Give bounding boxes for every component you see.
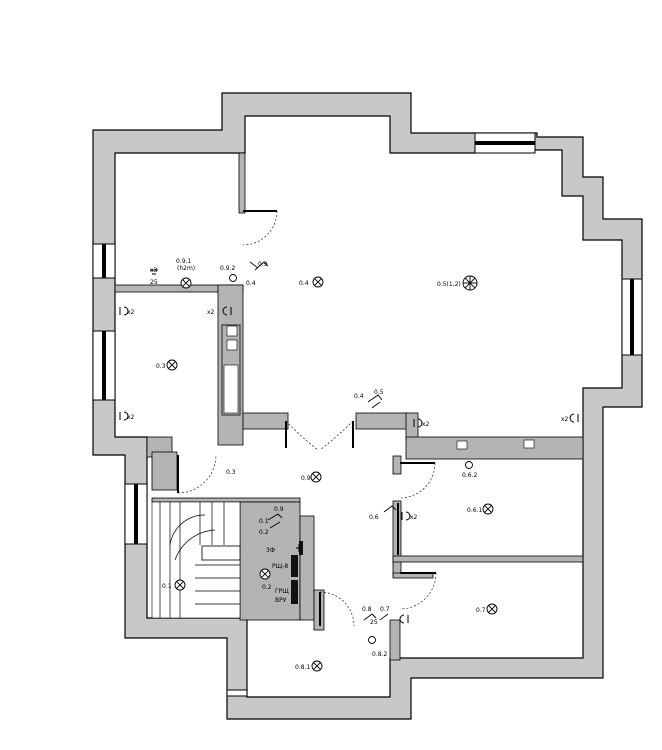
- lamp-label: 0.1: [162, 583, 172, 590]
- lamp-label: 0.8.1: [295, 664, 310, 671]
- label-vru: ВРУ: [275, 597, 287, 604]
- lamp-label: 0.3: [156, 363, 166, 370]
- label-x2-a: x2: [127, 309, 135, 316]
- label-grshch: ГРЩ: [275, 588, 289, 595]
- lamp-label: 0.4: [299, 280, 309, 287]
- lamp-0-1: 0.1: [162, 579, 186, 591]
- label-x2-d: x2: [422, 421, 430, 428]
- label-x2-f: x2: [410, 514, 418, 521]
- window-bottom: [226, 689, 248, 697]
- lamp-0-5: 0.5(1,2): [437, 275, 478, 291]
- label-0-4-b: 0.4: [354, 393, 364, 400]
- lamp-0-8-1: 0.8.1: [295, 660, 323, 672]
- switches: [229, 261, 473, 644]
- label-h2m: (h2m): [177, 265, 195, 272]
- label-0-8-2: 0.8.2: [372, 651, 387, 658]
- label-x2-b: x2: [127, 414, 135, 421]
- label-0-5: 0.5: [374, 389, 384, 396]
- label-x3-25: 25: [150, 279, 158, 286]
- lamp-0-9: 0.9: [301, 471, 322, 483]
- label-0-1: 0.1: [259, 518, 269, 525]
- label-x2-e: x2: [561, 416, 569, 423]
- lamp-0-2: 0.2: [259, 568, 272, 591]
- lamp-label: 0.9.1: [176, 258, 191, 265]
- label-3f: 3Ф: [266, 547, 275, 554]
- lamp-0-9-1: 0.9.1: [176, 258, 192, 289]
- lamp-label: 0.2: [262, 584, 272, 591]
- label-0-2: 0.2: [259, 529, 269, 536]
- label-0-9-2: 0.9.2: [220, 265, 235, 272]
- label-0-3: 0.3: [226, 469, 236, 476]
- staircase: [151, 501, 241, 619]
- lamp-0-7: 0.7: [476, 603, 498, 615]
- lamp-0-6-1: 0.6.1: [467, 503, 494, 515]
- label-0-8: 0.8: [362, 606, 372, 613]
- label-0-9-a: 0.9: [258, 261, 268, 268]
- lamp-label: 0.5(1,2): [437, 281, 461, 288]
- label-rshch-8: РЩ-8: [272, 563, 288, 570]
- lamp-label: 0.7: [476, 607, 486, 614]
- lamp-label: 0.6.1: [467, 507, 482, 514]
- label-0-7: 0.7: [380, 606, 390, 613]
- lamp-0-3: 0.3: [156, 359, 178, 371]
- label-0-4-a: 0.4: [246, 280, 256, 287]
- lamp-label: 0.9: [301, 475, 311, 482]
- fixtures: [223, 325, 535, 450]
- lamp-0-4: 0.4: [299, 276, 324, 288]
- label-x3: x3: [150, 267, 158, 274]
- label-x2-c: x2: [207, 309, 215, 316]
- doors: [177, 210, 437, 627]
- label-0-6: 0.6: [369, 514, 379, 521]
- partitions: [114, 152, 584, 661]
- label-25: 25: [370, 619, 378, 626]
- lamps: 0.4 0.5(1,2) 0.3 0.9 0.6.1 0.1 0.2 0.7 0.8.1 0.9.…: [156, 258, 498, 672]
- sockets: [119, 269, 579, 624]
- windows: [92, 132, 643, 697]
- label-0-9-b: 0.9: [274, 506, 284, 513]
- label-0-6-2: 0.6.2: [462, 472, 477, 479]
- labels: (h2m) x3 25 0.9.2 0.9 0.4 0.4 0.5 0.3 0.…: [127, 261, 569, 658]
